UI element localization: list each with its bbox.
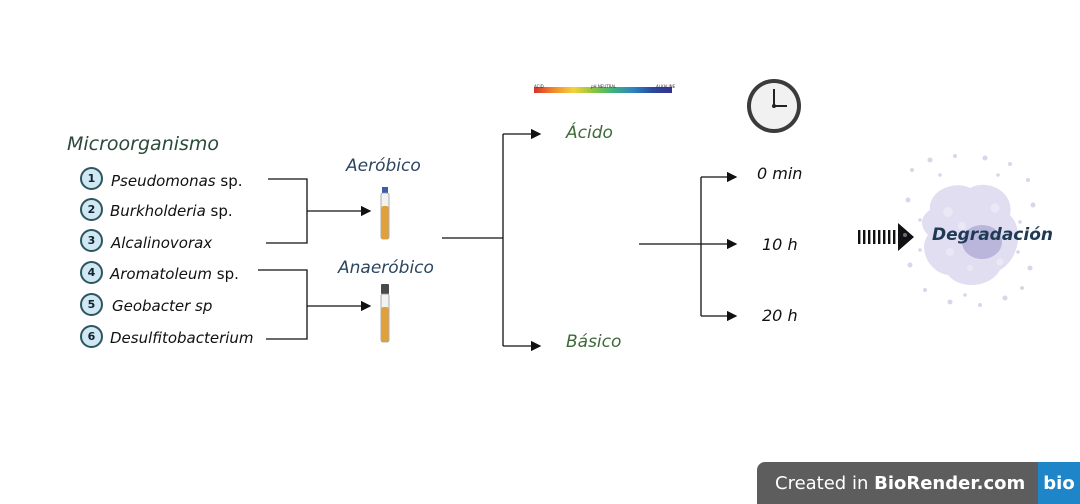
biorender-logo-icon: bio	[1038, 462, 1080, 504]
time-label-1: 10 h	[762, 235, 798, 254]
organism-suffix-2: sp.	[205, 202, 233, 220]
organism-name-4: Aromatoleum	[110, 265, 212, 283]
organism-label-1: Pseudomonas sp.	[111, 172, 242, 190]
organism-label-5: Geobacter sp	[112, 297, 212, 315]
diagram-title: Microorganismo	[67, 133, 220, 155]
number-badge-4: 4	[80, 261, 103, 284]
organism-suffix-4: sp.	[211, 265, 239, 283]
organism-name-2: Burkholderia	[110, 202, 206, 220]
number-badge-5: 5	[80, 293, 103, 316]
aerobic-test-tube-icon	[380, 187, 390, 240]
organism-suffix-1: sp.	[215, 172, 243, 190]
badge-brand: BioRender.com	[874, 472, 1026, 494]
organism-label-4: Aromatoleum sp.	[110, 265, 239, 283]
organism-name-1: Pseudomonas	[111, 172, 216, 190]
organism-label-6: Desulfitobacterium	[110, 329, 254, 347]
time-label-2: 20 h	[762, 306, 798, 325]
organism-label-3: Alcalinovorax	[111, 234, 212, 252]
organism-name-6: Desulfitobacterium	[110, 329, 254, 347]
ph-scale-mid-label: pH NEUTRAL	[591, 84, 617, 89]
badge-prefix: Created in	[775, 472, 875, 494]
anaerobic-test-tube-icon	[380, 284, 390, 343]
number-badge-6: 6	[80, 325, 103, 348]
basic-label: Básico	[566, 332, 622, 352]
acid-label: Ácido	[566, 123, 613, 143]
number-badge-3: 3	[80, 229, 103, 252]
number-badge-2: 2	[80, 198, 103, 221]
ph-scale-right-label: ALKALINE	[656, 84, 676, 89]
anaerobic-bracket	[258, 269, 308, 340]
biorender-badge[interactable]: Created in BioRender.com bio	[757, 462, 1080, 504]
aerobic-label: Aeróbico	[346, 156, 421, 176]
organism-label-2: Burkholderia sp.	[110, 202, 233, 220]
badge-text: Created in BioRender.com	[775, 473, 1025, 494]
clock-icon	[747, 79, 801, 133]
organism-name-5: Geobacter sp	[112, 297, 213, 315]
aerobic-bracket	[266, 178, 308, 244]
degrading-cell-icon	[903, 154, 1038, 307]
number-badge-1: 1	[80, 167, 103, 190]
organism-name-3: Alcalinovorax	[111, 234, 213, 252]
anaerobic-label: Anaeróbico	[338, 258, 434, 278]
ph-scale-left-label: ACID	[534, 84, 544, 89]
ph-scale-bar	[534, 87, 672, 93]
time-label-0: 0 min	[757, 164, 803, 183]
degradation-label: Degradación	[932, 225, 1053, 245]
dashed-arrow-icon	[858, 223, 914, 251]
